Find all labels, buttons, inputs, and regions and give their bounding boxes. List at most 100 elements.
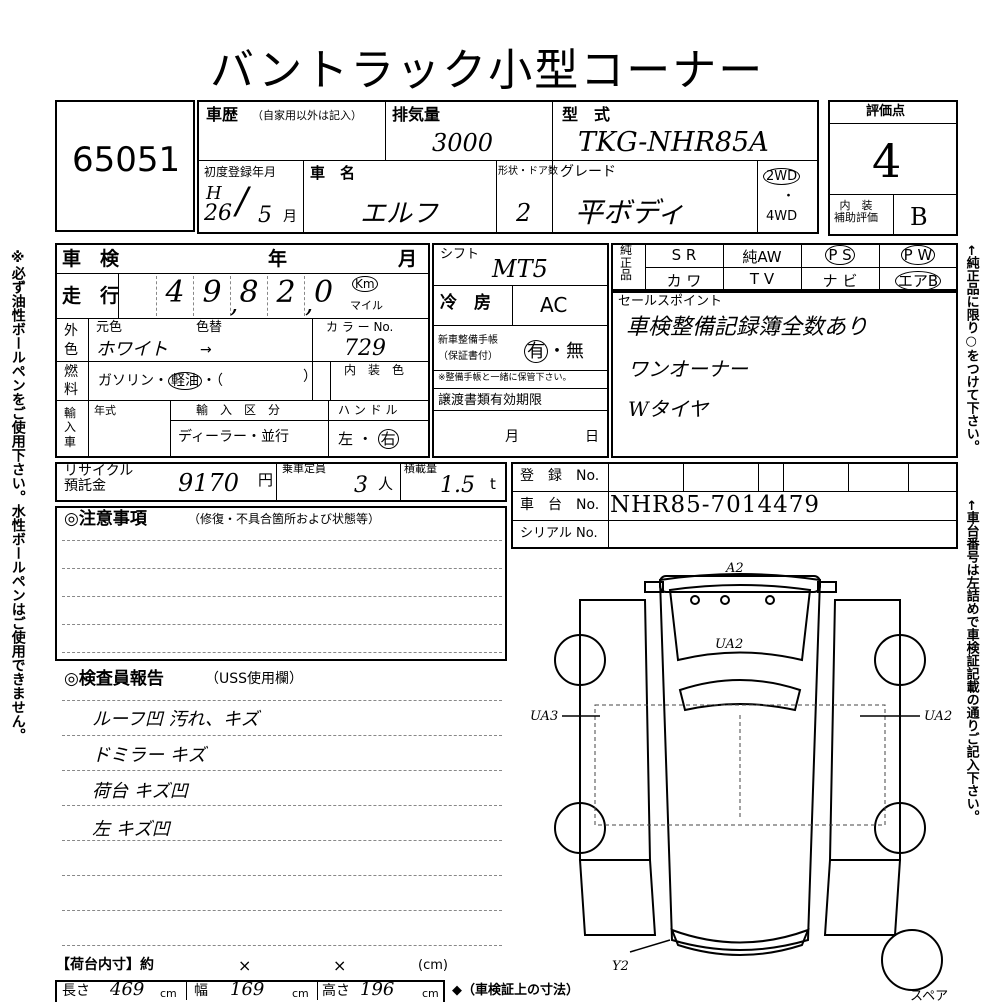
interior-score-value: B: [910, 203, 928, 231]
genuine-item-airbag-circled: エアB: [894, 271, 942, 291]
capacity-value: 3: [354, 473, 368, 498]
mileage-digit: 0: [313, 275, 334, 310]
recycle-block: [55, 462, 507, 502]
service-record-sep: ・: [548, 341, 566, 362]
fuel-side-label: 燃 料: [64, 364, 78, 398]
damage-mark-rear: Y2: [612, 959, 629, 974]
truck-left-bed: [578, 859, 657, 936]
drive-4wd-option: 4WD: [766, 209, 798, 224]
score-label: 評価点: [866, 104, 906, 119]
fuel-other-open: ・（: [202, 373, 223, 389]
genuine-item-tv: T V: [749, 270, 775, 288]
sales-point-label: セールスポイント: [618, 294, 723, 309]
service-record-has-circled: 有: [524, 340, 548, 363]
bed-label: 【荷台内寸】約: [56, 957, 154, 973]
inspector-line: ドミラー キズ: [92, 745, 206, 766]
history-note: （自家用以外は記入）: [252, 109, 362, 122]
genuine-row-1: S R 純AW P S P W: [645, 245, 958, 267]
bed-length-value: 469: [110, 979, 145, 1000]
doors-label: 形状・ドア数: [498, 166, 558, 177]
color-value: ホワイト: [96, 339, 168, 360]
truck-right-bed: [823, 859, 902, 936]
genuine-row-2: カ ワ T V ナ ビ エアB: [645, 270, 958, 291]
capacity-label: 乗車定員: [282, 462, 326, 475]
mileage-digit: 2: [268, 276, 305, 316]
transfer-month: 月: [505, 429, 519, 445]
bed-width-cm: cm: [292, 987, 309, 1000]
damage-mark-front: A2: [725, 561, 744, 576]
displacement-value: 3000: [432, 129, 494, 157]
spare-label: スペア: [910, 989, 948, 1002]
damage-mark-right: UA2: [924, 709, 952, 724]
shift-label: シフト: [440, 247, 480, 262]
first-registration-slash: /: [236, 181, 249, 222]
recycle-value: 9170: [178, 469, 240, 497]
transfer-day: 日: [585, 429, 599, 445]
first-registration-month: 5: [258, 203, 272, 228]
mileage-digits: 4 9 8 2 0: [120, 276, 345, 316]
bed-height-value: 196: [360, 979, 395, 1000]
import-side-label: 輸 入 車: [64, 406, 77, 449]
doors-value: 2: [516, 199, 532, 227]
registration-label: 登 録 No.: [520, 468, 600, 484]
first-registration-year: 26: [204, 201, 232, 226]
inspector-line: 荷台 キズ凹: [92, 781, 188, 802]
truck-cab: [668, 584, 812, 662]
mileage-digit: 4: [157, 276, 194, 316]
bed-length-label: 長さ: [62, 983, 90, 999]
bed-times: ×: [238, 956, 252, 975]
displacement-label: 排気量: [392, 105, 441, 124]
genuine-item-navi: ナ ビ: [822, 272, 858, 290]
lot-number: 65051: [72, 140, 181, 180]
sales-point-line: 車検整備記録簿全数あり: [626, 315, 869, 340]
first-registration-month-unit: 月: [283, 209, 297, 225]
truck-outline: [658, 573, 822, 951]
genuine-item-ps-circled: P S: [825, 245, 855, 265]
load-value: 1.5: [440, 473, 475, 498]
ac-label: 冷 房: [440, 293, 491, 313]
genuine-item-sr: S R: [671, 246, 697, 264]
handle-right-circled: 右: [377, 429, 399, 449]
vehicle-info-box: [197, 100, 819, 234]
truck-right-door: [828, 599, 901, 861]
bed-times: ×: [333, 956, 347, 975]
mileage-digit: 8: [231, 276, 268, 316]
drive-2wd-circled: 2WD: [763, 168, 801, 185]
sales-point-box: [611, 291, 958, 458]
car-name-label: 車 名: [310, 164, 356, 182]
handle-label: ハ ン ド ル: [338, 403, 398, 417]
drive-2wd-option: 2WD: [763, 168, 801, 185]
damage-mark-left: UA3: [530, 709, 558, 724]
mileage-digit: 9: [194, 276, 231, 316]
inspection-month-unit: 月: [398, 248, 418, 270]
chassis-value: NHR85-7014479: [610, 492, 820, 518]
handle-sep: ・: [357, 430, 373, 448]
page-title: バントラック小型コーナー: [210, 45, 765, 96]
ac-value: AC: [540, 293, 568, 317]
first-registration-label: 初度登録年月: [204, 165, 277, 179]
transfer-label: 譲渡書類有効期限: [438, 393, 543, 408]
mileage-comma: ,: [305, 289, 314, 319]
spare-wheel: [881, 929, 943, 991]
model-value: TKG-NHR85A: [578, 127, 769, 158]
wheel-front-right: [874, 634, 926, 686]
load-label: 積載量: [404, 462, 437, 475]
truck-bumper-front: [659, 575, 821, 593]
score-value: 4: [872, 134, 902, 188]
wheel-rear-right: [874, 802, 926, 854]
bed-height-label: 高さ: [322, 983, 350, 999]
wheel-front-left: [554, 634, 606, 686]
inspection-block: [55, 243, 430, 458]
color-code-label: カ ラ ー No.: [326, 320, 394, 334]
mileage-unit-km-circled: Km: [352, 276, 378, 292]
service-record-label: 新車整備手帳 （保証書付）: [438, 335, 498, 362]
sales-point-line: ワンオーナー: [628, 357, 748, 381]
recycle-label: リサイクル 預託金: [64, 463, 134, 495]
handle-left: 左: [338, 430, 354, 448]
chassis-label: 車 台 No.: [520, 497, 600, 513]
mileage-unit-km: Km: [352, 276, 378, 292]
lot-number-box: [55, 100, 195, 232]
genuine-side-label: 純 正 品: [620, 243, 633, 283]
genuine-item-leather: カ ワ: [666, 272, 702, 290]
recycle-unit: 円: [258, 471, 274, 489]
